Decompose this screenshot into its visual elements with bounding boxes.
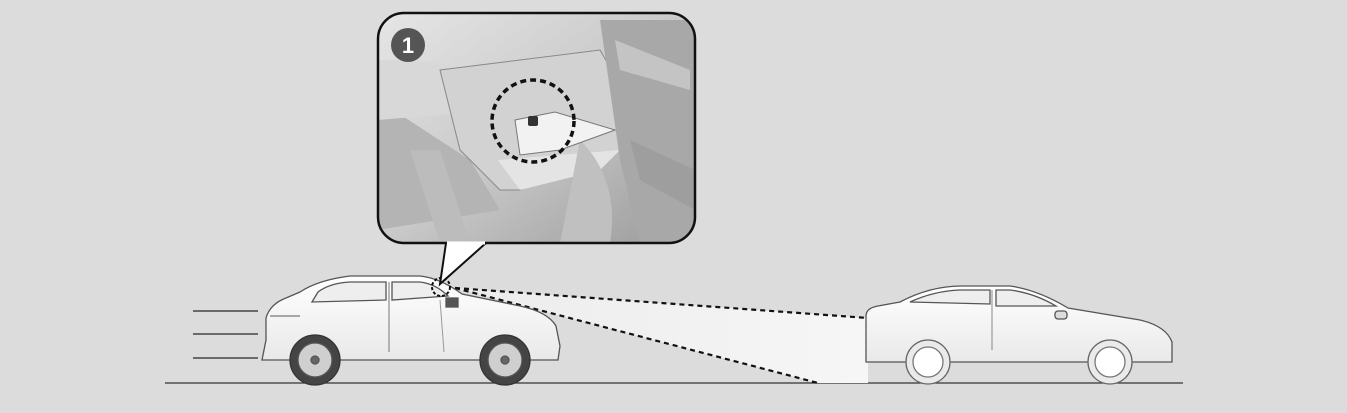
motion-lines [193, 310, 258, 359]
camera-highlight-circle [490, 78, 576, 164]
callout-pointer [438, 242, 489, 287]
sensor-beam [454, 286, 869, 385]
inset-detail-view: 1 [376, 11, 697, 245]
own-vehicle-suv [261, 275, 561, 386]
callout-number: 1 [402, 33, 414, 58]
callout-number-badge: 1 [391, 28, 425, 62]
vehicle-ahead-sedan [865, 285, 1173, 385]
vehicle-ahead-wheels [905, 339, 1133, 385]
own-vehicle-wheels [289, 334, 531, 386]
